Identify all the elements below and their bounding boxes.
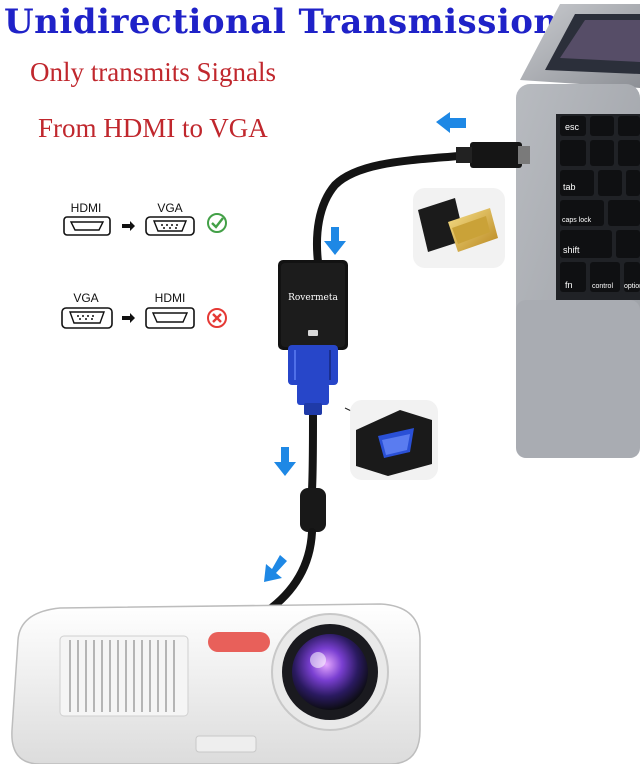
hdmi-plug-closeup bbox=[413, 188, 505, 268]
hdmi-port-icon bbox=[63, 216, 111, 236]
vga-cable bbox=[262, 414, 326, 616]
direction-row: HDMI VGA bbox=[63, 201, 227, 236]
key-tab: tab bbox=[563, 182, 576, 192]
arrow-right-icon bbox=[122, 221, 135, 231]
cross-icon bbox=[207, 308, 227, 328]
vga-port-icon bbox=[145, 216, 195, 236]
arrow-down-icon bbox=[324, 227, 346, 255]
row1-to-label: VGA bbox=[157, 201, 182, 215]
hdmi-cable bbox=[312, 142, 530, 266]
arrow-down-left-icon bbox=[264, 555, 287, 582]
key-control: control bbox=[592, 283, 613, 290]
laptop: esc tab caps lock shift fn control optio… bbox=[516, 4, 640, 458]
adapter: Rovermeta bbox=[278, 260, 348, 415]
adapter-brand: Rovermeta bbox=[288, 293, 338, 303]
vga-port-icon bbox=[61, 307, 113, 329]
projector bbox=[11, 603, 421, 764]
row2-from-label: VGA bbox=[73, 291, 98, 305]
row1-from-label: HDMI bbox=[71, 201, 102, 215]
subtitle-line-1: Only transmits Signals bbox=[30, 57, 277, 87]
key-fn: fn bbox=[565, 280, 573, 290]
subtitle-line-2: From HDMI to VGA bbox=[38, 113, 268, 143]
laptop-keyboard: esc tab caps lock shift fn control optio… bbox=[556, 114, 640, 300]
key-shift: shift bbox=[563, 245, 580, 255]
key-caps-lock: caps lock bbox=[562, 217, 592, 224]
page-title: Unidirectional Transmission bbox=[4, 2, 559, 42]
key-option: option bbox=[624, 283, 640, 290]
arrow-down-icon bbox=[274, 447, 296, 476]
check-icon bbox=[207, 213, 227, 233]
vga-port-closeup bbox=[344, 400, 438, 480]
key-esc: esc bbox=[565, 122, 580, 132]
arrow-left-icon bbox=[436, 112, 466, 133]
hdmi-port-icon bbox=[145, 307, 195, 329]
direction-row: VGA HDMI bbox=[61, 291, 227, 329]
row2-to-label: HDMI bbox=[155, 291, 186, 305]
arrow-right-icon bbox=[122, 313, 135, 323]
